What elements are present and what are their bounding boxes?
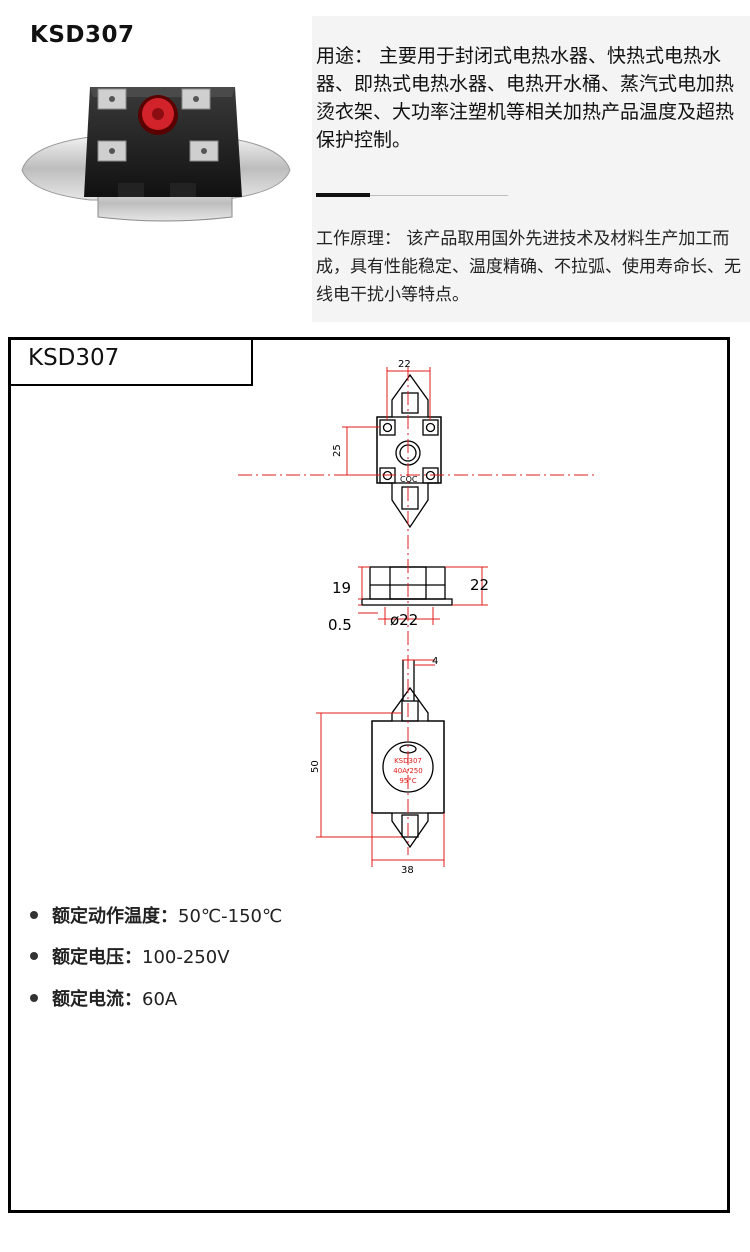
drawing-brand-label: CQC xyxy=(400,475,418,484)
spec-value: 60A xyxy=(142,989,178,1010)
dim-base: 0.5 xyxy=(328,616,352,634)
description-panel xyxy=(312,16,750,322)
spec-label: 额定电流： xyxy=(52,989,142,1010)
dim-lead: 4 xyxy=(432,656,438,667)
dim-length: 50 xyxy=(310,760,321,773)
dim-height-body: 19 xyxy=(332,579,351,597)
dim-height-total: 22 xyxy=(470,576,489,594)
dim-hole-pitch: 25 xyxy=(332,444,343,457)
drawing-temp-label: 95°C xyxy=(399,777,416,785)
bullet-icon xyxy=(30,911,38,919)
spec-item-temperature: 额定动作温度：50℃-150℃ xyxy=(30,902,282,928)
dim-diameter: ø22 xyxy=(390,611,418,629)
divider-accent xyxy=(316,193,370,197)
dim-width: 38 xyxy=(401,865,414,876)
spec-item-current: 额定电流：60A xyxy=(30,985,177,1011)
technical-drawing: 22 25 CQC 22 19 0.5 ø22 4 50 38 KSD307 4… xyxy=(238,359,598,876)
model-tab xyxy=(8,337,253,386)
spec-value: 100-250V xyxy=(142,947,230,968)
usage-description: 用途： 主要用于封闭式电热水器、快热式电热水器、即热式电热水器、电热开水桶、蒸汽… xyxy=(316,45,735,151)
drawing-rating-label: 40A/250 xyxy=(393,767,422,775)
model-title: KSD307 xyxy=(30,22,135,48)
drawing-model-label: KSD307 xyxy=(394,757,422,765)
spec-label: 额定电压： xyxy=(52,947,142,968)
working-principle: 工作原理： 该产品取用国外先进技术及材料生产加工而成，具有性能稳定、温度精确、不… xyxy=(316,229,741,305)
spec-model-label: KSD307 xyxy=(28,345,120,371)
dim-top-width: 22 xyxy=(398,359,411,370)
bullet-icon xyxy=(30,994,38,1002)
spec-item-voltage: 额定电压：100-250V xyxy=(30,943,230,969)
spec-sheet-frame xyxy=(8,337,730,1213)
divider-line xyxy=(370,195,508,196)
product-photo xyxy=(21,87,291,222)
spec-label: 额定动作温度： xyxy=(52,906,178,927)
bullet-icon xyxy=(30,952,38,960)
spec-value: 50℃-150℃ xyxy=(178,906,283,927)
